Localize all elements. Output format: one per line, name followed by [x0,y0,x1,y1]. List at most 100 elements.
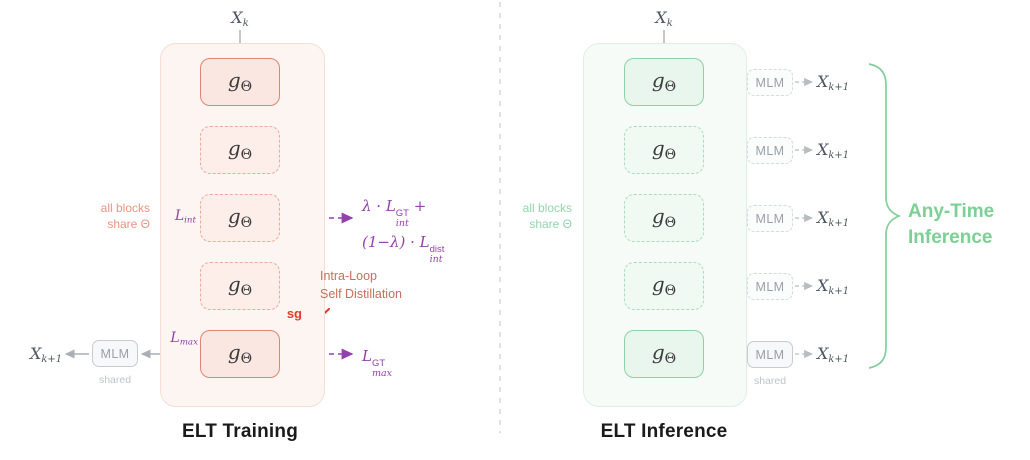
g-sub: Θ [664,283,677,300]
x-base: X [817,344,829,363]
brace-label-line1: Any-Time [908,201,995,222]
share-theta-note-left: all blocks share Θ [50,201,150,233]
loss-L: L [385,197,396,215]
output-label-xk1-row3: Xk+1 [817,208,849,229]
l-max-label: Lmax [152,330,198,348]
x-sub: k+1 [41,353,62,365]
output-label-xk1-row5: Xk+1 [817,344,849,365]
share-note-line2: share Θ [529,216,572,231]
loss-sup: GT [395,207,409,219]
recurrent-block-3-left: gΘ [200,194,280,242]
share-note-line2: share Θ [107,216,150,231]
recurrent-block-5-right: gΘ [624,330,704,378]
share-theta-note-right: all blocks share Θ [472,201,572,233]
share-note-line1: all blocks [100,201,150,215]
distill-line2: Self Distillation [320,286,402,301]
loss-sup: GT [371,357,386,369]
loss-prefix: λ · [362,197,386,215]
x-base: X [817,140,829,159]
loss-sub: int [395,218,409,229]
x-base: X [231,8,243,27]
g-base: g [651,136,665,161]
loss-sub: int [429,254,443,266]
loss-sup: dist [429,244,445,255]
l-sub: max [179,337,198,348]
g-sub: Θ [664,79,677,96]
mlm-head-row2: MLM [747,137,793,164]
recurrent-block-4-right: gΘ [624,262,704,310]
x-sub: k+1 [828,81,849,93]
g-base: g [651,204,665,229]
brace-label-line2: Inference [908,226,993,248]
l-base: L [170,330,180,346]
mlm-label: MLM [755,347,785,362]
x-sub: k [242,17,249,29]
recurrent-block-3-right: gΘ [624,194,704,242]
x-base: X [817,72,829,91]
g-sub: Θ [240,79,253,96]
distill-line1: Intra-Loop [320,269,377,283]
output-label-xk1-row2: Xk+1 [817,140,849,161]
shared-note-left: shared [98,374,132,386]
mlm-label: MLM [755,211,785,226]
recurrent-block-2-right: gΘ [624,126,704,174]
g-base: g [227,68,241,93]
g-sub: Θ [240,283,253,300]
right-panel-title: ELT Inference [600,421,728,442]
mlm-head-left: MLM [92,340,138,367]
g-sub: Θ [664,215,677,232]
x-sub: k+1 [828,149,849,161]
loss-sub: max [371,368,392,379]
g-sub: Θ [240,147,253,164]
g-base: g [227,272,241,297]
distillation-label: Intra-Loop Self Distillation [320,268,402,303]
input-label-xk-right: Xk [634,8,694,29]
g-base: g [651,340,665,365]
l-int-label: Lint [150,208,196,226]
recurrent-block-4-left: gΘ [200,262,280,310]
l-sub: int [184,215,196,226]
x-base: X [817,276,829,295]
share-note-line1: all blocks [522,201,572,215]
any-time-brace [868,63,902,369]
g-base: g [227,204,241,229]
output-label-xk1-row1: Xk+1 [817,72,849,93]
stop-gradient-label: sg [286,306,302,321]
mlm-label: MLM [100,346,130,361]
recurrent-block-2-left: gΘ [200,126,280,174]
mlm-label: MLM [755,279,785,294]
recurrent-block-5-left: gΘ [200,330,280,378]
shared-note-right: shared [753,375,787,387]
loss-prefix: (1−λ) · [362,233,420,252]
any-time-inference-label: Any-Time Inference [908,199,994,250]
g-sub: Θ [664,351,677,368]
x-base: X [30,344,42,363]
g-sub: Θ [240,215,253,232]
x-sub: k+1 [828,285,849,297]
mlm-label: MLM [755,75,785,90]
x-sub: k+1 [828,353,849,365]
g-sub: Θ [240,351,253,368]
mlm-head-row5: MLM [747,341,793,368]
mlm-head-row3: MLM [747,205,793,232]
x-sub: k+1 [828,217,849,229]
loss-suffix: + [408,197,427,215]
left-panel-title: ELT Training [181,421,299,442]
x-base: X [655,8,667,27]
mlm-head-row1: MLM [747,69,793,96]
mlm-label: MLM [755,143,785,158]
right-mlm-output-arrows [795,77,814,359]
g-base: g [227,340,241,365]
loss-L: L [419,233,430,252]
recurrent-block-1-left: gΘ [200,58,280,106]
output-label-xk1-row4: Xk+1 [817,276,849,297]
x-base: X [817,208,829,227]
x-sub: k [666,17,673,29]
input-label-xk-left: Xk [210,8,270,29]
l-base: L [174,208,185,224]
